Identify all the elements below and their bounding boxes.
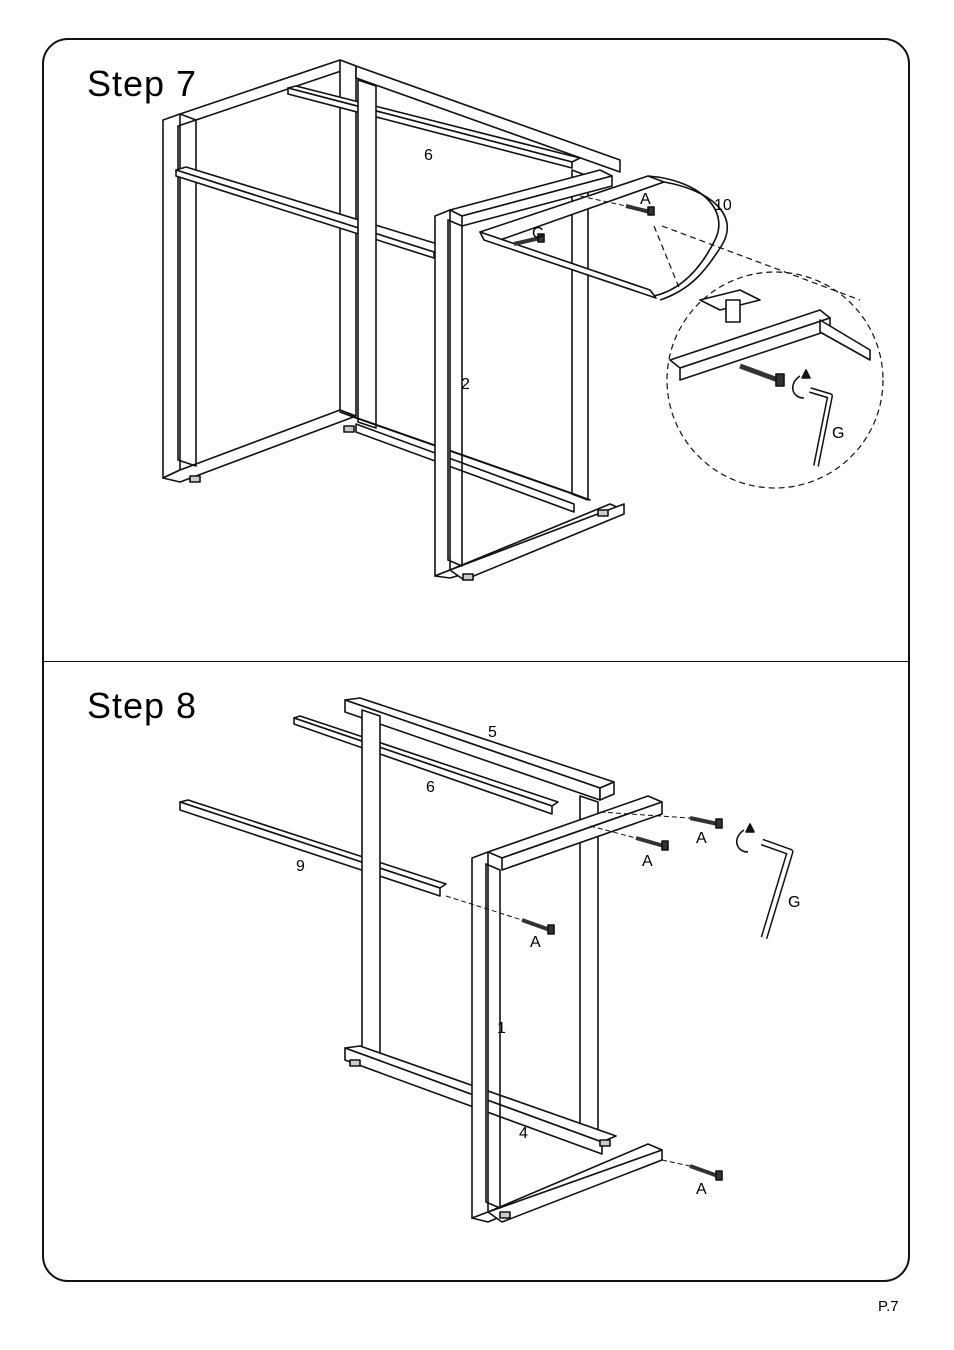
step8-label-6: 6 [426, 779, 435, 796]
step8-label-1: 1 [497, 1020, 506, 1037]
step8-label-a4: A [696, 1181, 707, 1198]
step8-label-4: 4 [519, 1125, 528, 1142]
step8-label-a3: A [530, 934, 541, 951]
step8-label-g: G [788, 894, 800, 911]
step8-bolt-a4-icon [690, 1166, 722, 1180]
step8-bolt-a1-icon [690, 818, 722, 828]
step8-rotate-arrow-icon [737, 830, 748, 852]
step8-label-9: 9 [296, 858, 305, 875]
step8-rail-9 [180, 800, 446, 896]
step8-label-a2: A [642, 853, 653, 870]
step8-label-a1: A [696, 830, 707, 847]
step8-allen-key-icon [762, 842, 790, 938]
page-number: P.7 [878, 1298, 899, 1315]
step-8-diagram: 5 6 9 1 4 A A A A G [0, 0, 954, 1290]
step8-front-side-frame-1 [472, 796, 662, 1222]
step8-bolt-a2-icon [636, 838, 668, 850]
step8-bolt-a3-icon [522, 920, 554, 934]
step8-label-5: 5 [488, 724, 497, 741]
